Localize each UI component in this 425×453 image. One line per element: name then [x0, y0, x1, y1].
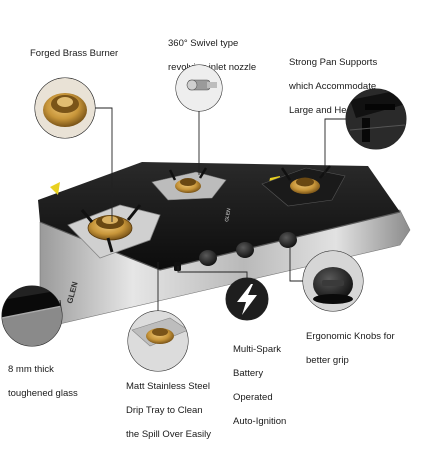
burner-large — [67, 204, 161, 259]
product-illustration: GLEN GLEN — [1, 64, 411, 372]
warning-sticker — [50, 182, 60, 195]
label-knob: Ergonomic Knobs for better grip — [306, 331, 395, 366]
burner-middle — [151, 167, 227, 201]
label-glass: 8 mm thick toughened glass — [8, 364, 78, 399]
gas-stove: GLEN GLEN — [38, 162, 411, 326]
burner-right — [261, 165, 346, 207]
label-spark: Multi-Spark Battery Operated Auto-Igniti… — [233, 344, 287, 427]
knob-left[interactable] — [199, 250, 217, 266]
control-knobs — [174, 232, 297, 271]
callout-auto-ignition — [225, 277, 269, 321]
knob-middle[interactable] — [236, 242, 254, 258]
ignition-button[interactable] — [174, 262, 181, 271]
lightning-bolt-icon — [237, 284, 257, 315]
callout-brass-burner: brass-burner-icon — [34, 77, 96, 139]
label-burner: Forged Brass Burner — [30, 48, 119, 59]
callout-inlet-nozzle: inlet-nozzle-icon — [175, 64, 223, 112]
callout-pan-support: pan-support-icon — [345, 88, 407, 150]
label-nozzle: 360° Swivel type revolving inlet nozzle — [168, 38, 257, 73]
callout-knob: knob-icon — [302, 250, 364, 312]
callout-glass-edge: glass-edge-icon — [1, 285, 63, 347]
knob-right[interactable] — [279, 232, 297, 248]
glass-edge — [39, 211, 401, 271]
brand-mark-top: GLEN — [224, 208, 232, 223]
callout-drip-tray: drip-tray-icon — [127, 310, 189, 372]
